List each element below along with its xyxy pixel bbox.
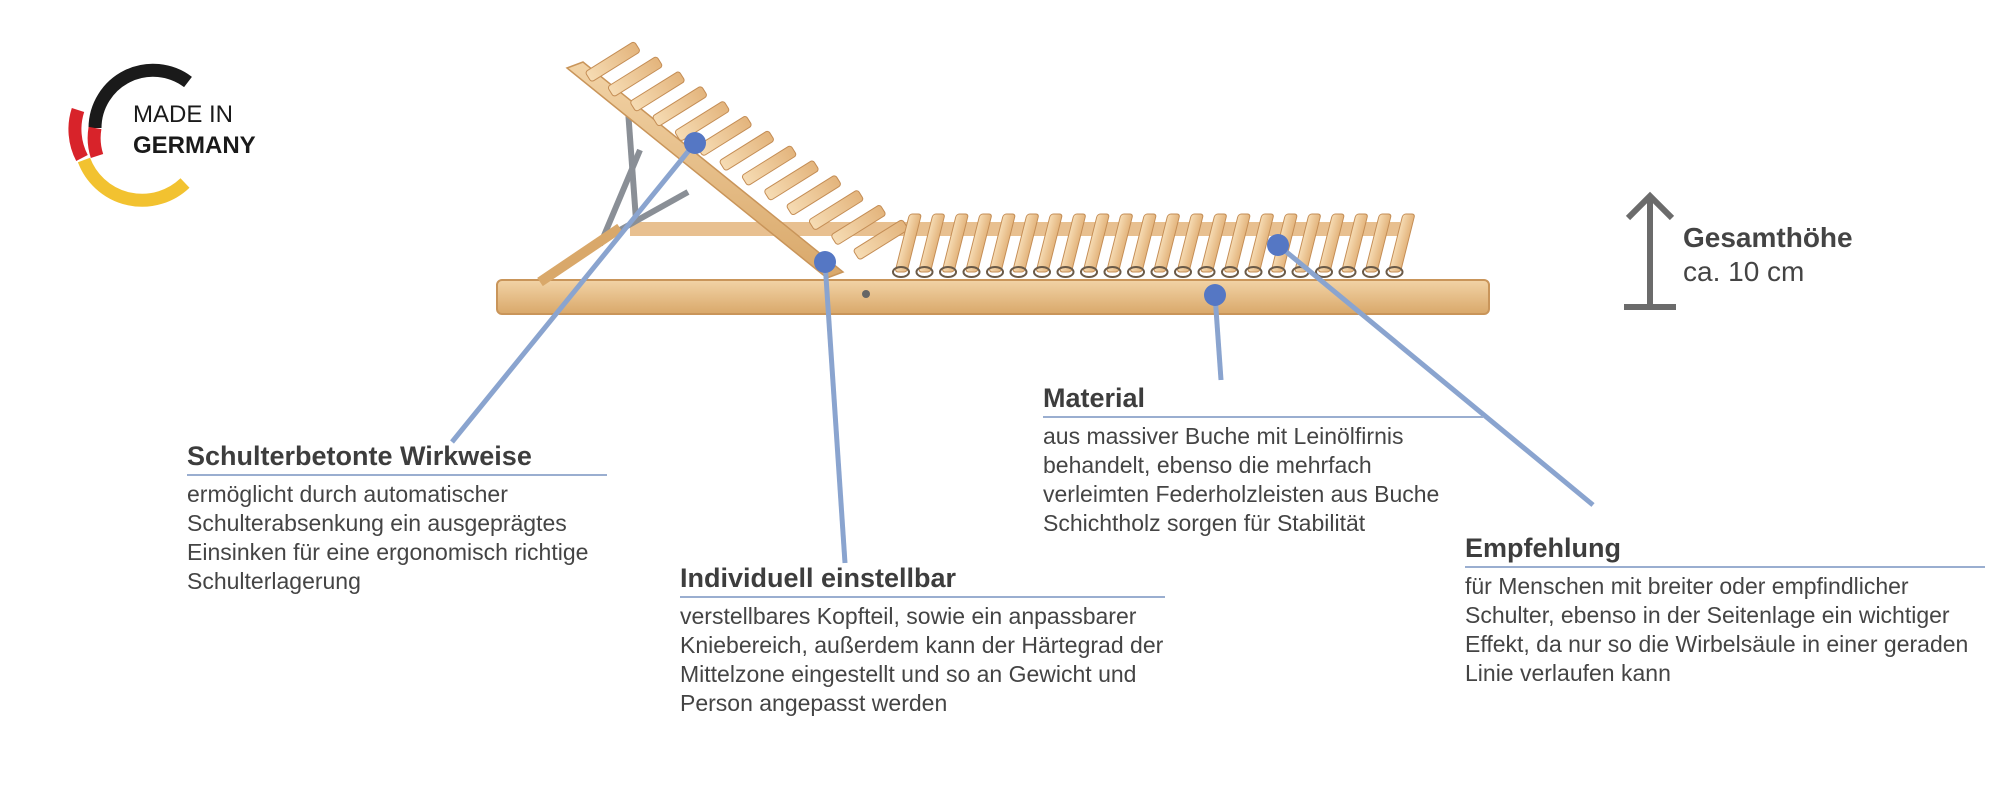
flat-slat bbox=[1056, 213, 1086, 278]
flag-arc-red-2 bbox=[68, 107, 88, 162]
flat-slat bbox=[1033, 213, 1063, 278]
height-label: Gesamthöhe bbox=[1683, 222, 1853, 253]
flat-slat bbox=[939, 213, 969, 278]
flat-slat bbox=[962, 213, 992, 278]
callout-recommendation-title: Empfehlung bbox=[1465, 532, 1985, 569]
callout-recommendation: Empfehlung für Menschen mit breiter oder… bbox=[1465, 532, 1985, 688]
badge-line-2: GERMANY bbox=[133, 132, 256, 159]
badge-line-1: MADE IN bbox=[133, 101, 233, 128]
marker-recommendation bbox=[1267, 234, 1289, 256]
flat-slat bbox=[986, 213, 1016, 278]
callout-material: Material aus massiver Buche mit Leinölfi… bbox=[1043, 382, 1483, 538]
flat-slat bbox=[1291, 213, 1321, 278]
head-slat bbox=[831, 205, 886, 245]
callout-shoulder-text: ermöglicht durch automatischer Schultera… bbox=[187, 481, 589, 595]
height-value: ca. 10 cm bbox=[1683, 256, 1805, 287]
flat-slat bbox=[1338, 213, 1368, 278]
flat-slats bbox=[892, 213, 1415, 278]
head-slat bbox=[808, 190, 864, 230]
flat-slat bbox=[915, 213, 945, 278]
total-height-info: Gesamthöhe ca. 10 cm bbox=[1683, 220, 1853, 289]
head-slat bbox=[853, 219, 908, 260]
marker-shoulder bbox=[684, 132, 706, 154]
head-slat bbox=[786, 175, 841, 216]
frame-screw bbox=[862, 290, 870, 298]
callout-material-title: Material bbox=[1043, 382, 1483, 419]
flat-slat bbox=[1362, 213, 1392, 278]
flat-slat bbox=[1009, 213, 1039, 278]
head-slat bbox=[607, 56, 663, 97]
head-support-leg bbox=[537, 223, 623, 287]
flat-slat bbox=[1385, 213, 1415, 278]
marker-material bbox=[1204, 284, 1226, 306]
marker-adjustable bbox=[814, 251, 836, 273]
frame-rail bbox=[496, 279, 1490, 315]
head-slat bbox=[585, 41, 640, 82]
flag-arc-black bbox=[88, 63, 192, 129]
callout-adjustable: Individuell einstellbar verstellbares Ko… bbox=[680, 562, 1165, 718]
flag-arc-gold bbox=[77, 157, 190, 207]
leader-shoulder bbox=[450, 141, 697, 444]
leader-material bbox=[1212, 294, 1224, 381]
head-slat bbox=[741, 145, 797, 186]
flat-slat bbox=[1315, 213, 1345, 278]
flat-slat bbox=[1221, 213, 1251, 278]
head-slat bbox=[652, 86, 707, 127]
flat-slat bbox=[1103, 213, 1133, 278]
leader-recommendation bbox=[1276, 243, 1595, 507]
callout-shoulder: Schulterbetonte Wirkweise ermöglicht dur… bbox=[187, 440, 607, 596]
flat-slat bbox=[1080, 213, 1110, 278]
callout-adjustable-text: verstellbares Kopfteil, sowie ein anpass… bbox=[680, 603, 1164, 717]
callout-material-text: aus massiver Buche mit Leinölfirnis beha… bbox=[1043, 423, 1440, 537]
flat-slat bbox=[1174, 213, 1204, 278]
flat-slat bbox=[1244, 213, 1274, 278]
height-arrow-icon bbox=[1624, 191, 1676, 310]
head-slat bbox=[719, 130, 774, 171]
head-slat bbox=[674, 101, 730, 141]
callout-markers bbox=[684, 132, 1289, 306]
head-slat bbox=[630, 71, 685, 112]
flat-slat bbox=[892, 213, 922, 278]
callout-shoulder-title: Schulterbetonte Wirkweise bbox=[187, 440, 607, 477]
made-in-germany-badge: MADE IN GERMANY bbox=[68, 63, 256, 207]
flat-slat bbox=[1127, 213, 1157, 278]
callout-adjustable-title: Individuell einstellbar bbox=[680, 562, 1165, 599]
head-side-rail bbox=[565, 61, 845, 279]
flag-arc-red bbox=[87, 126, 104, 159]
flat-slat bbox=[1197, 213, 1227, 278]
callout-leaders bbox=[450, 141, 1595, 564]
flat-slat bbox=[1150, 213, 1180, 278]
head-slat bbox=[764, 160, 819, 201]
head-slats bbox=[585, 41, 908, 260]
callout-recommendation-text: für Menschen mit breiter oder empfindlic… bbox=[1465, 573, 1969, 687]
leader-adjustable bbox=[822, 261, 848, 564]
